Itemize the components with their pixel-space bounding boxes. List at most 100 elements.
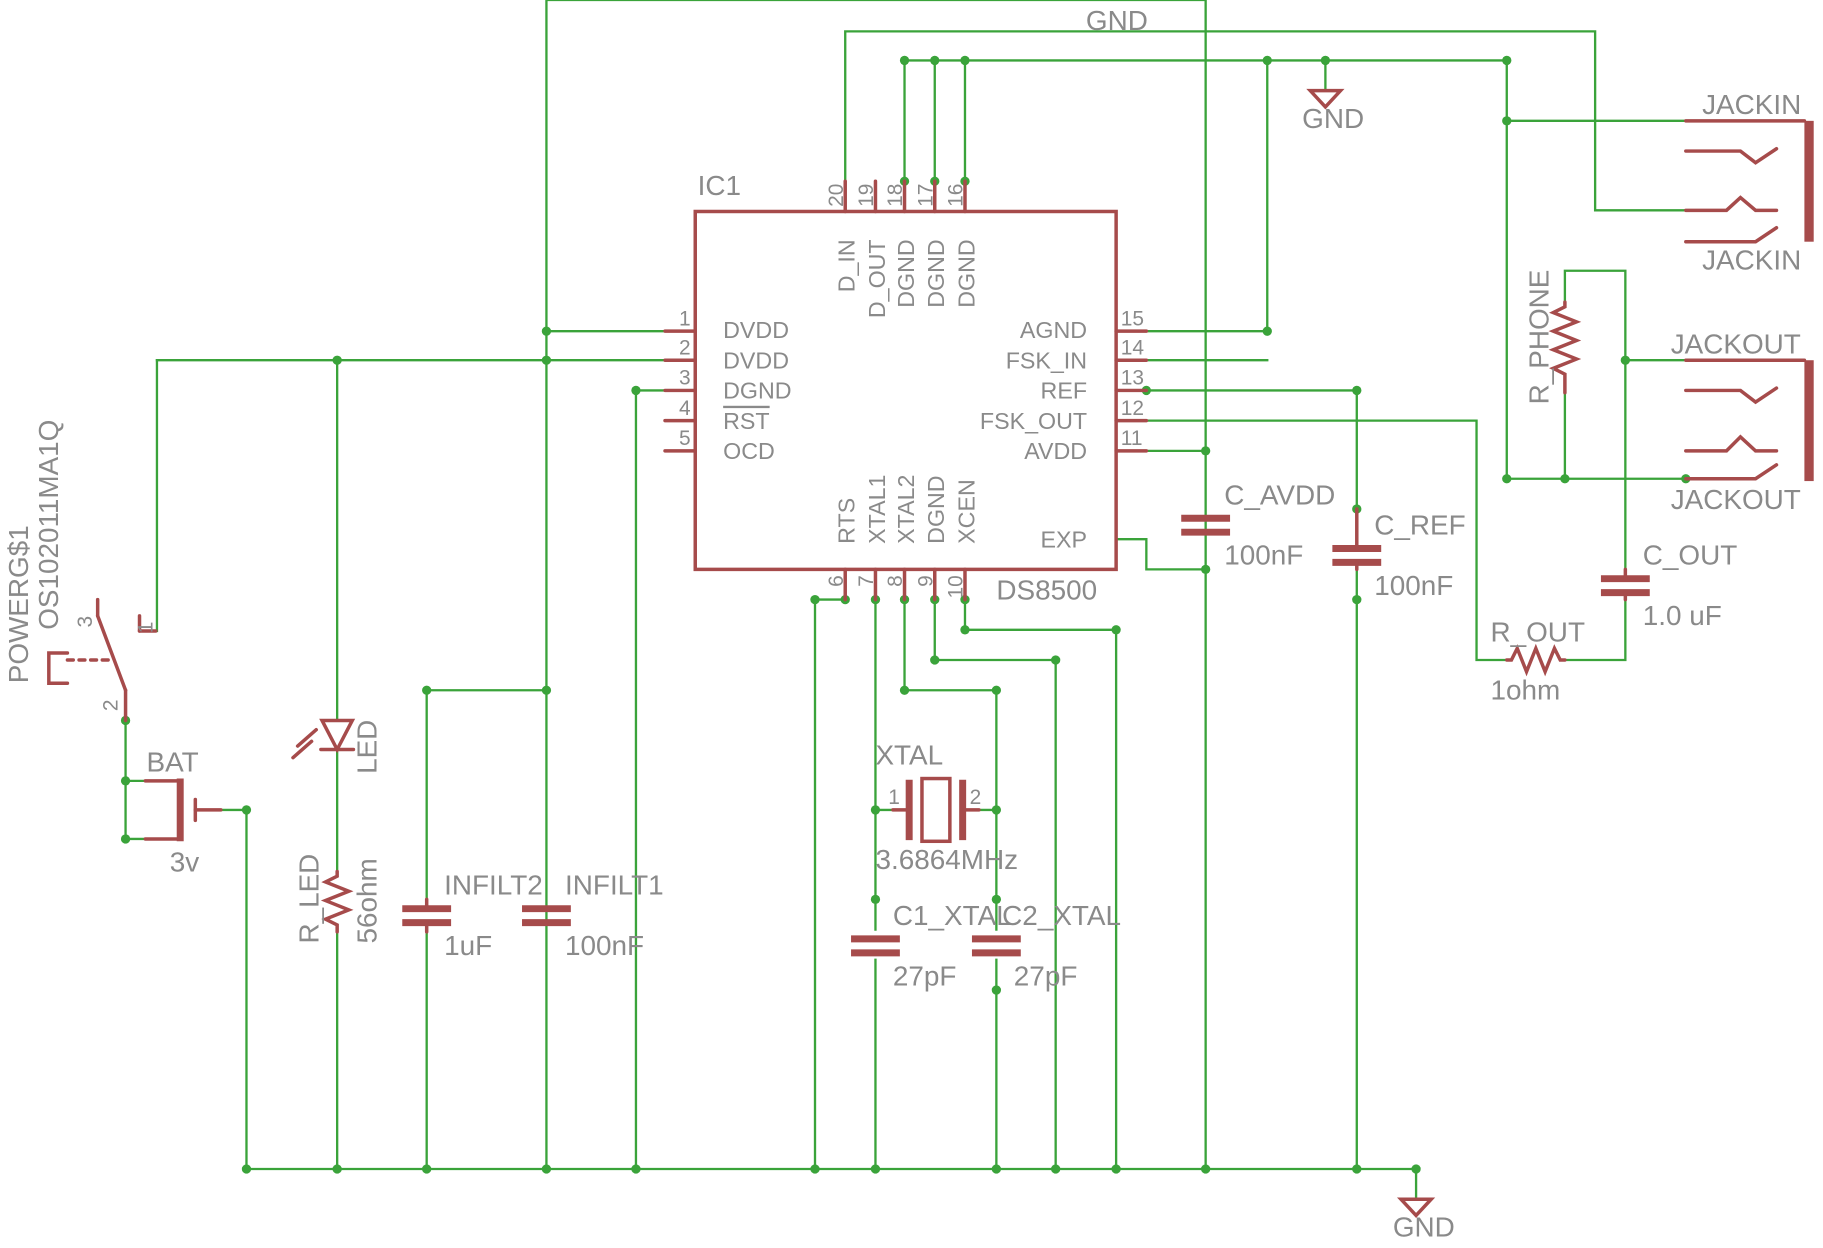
- capacitor-name: C_REF: [1374, 510, 1465, 541]
- led[interactable]: LED: [291, 718, 383, 774]
- wire-pin6: [813, 569, 847, 1171]
- ic1-pin-number: 16: [945, 184, 968, 207]
- resistor-r-out[interactable]: R_OUT 1ohm: [1490, 616, 1585, 705]
- junction: [1111, 625, 1121, 635]
- ic1-pin-name: DVDD: [723, 317, 789, 343]
- switch-name: POWERG$1: [3, 525, 34, 683]
- junction: [541, 355, 552, 365]
- junction: [541, 1164, 552, 1174]
- wire-switch-pin1: [138, 359, 159, 633]
- led-diode-icon: [319, 718, 356, 754]
- ic1-pin-number: 13: [1121, 367, 1144, 390]
- ic1-pin-number: 20: [825, 184, 848, 207]
- ic1-pin-name: DGND: [953, 239, 979, 307]
- ic1-pin-number: 12: [1121, 397, 1144, 420]
- junction: [870, 805, 881, 815]
- capacitor-c-out[interactable]: C_OUT 1.0 uF: [1600, 540, 1737, 631]
- junction: [422, 1164, 432, 1174]
- junction: [870, 894, 881, 905]
- ic1-symbol[interactable]: IC1 DS8500 1 2 3 4 5 DVDD DVDD DGND RST …: [663, 170, 1149, 606]
- capacitor-c-avdd[interactable]: C_AVDD 100nF: [1181, 479, 1335, 571]
- junction: [1502, 474, 1512, 484]
- junctions: [120, 55, 1691, 1174]
- ic1-pin-number: 19: [855, 184, 878, 207]
- wire-d-in: [844, 30, 1687, 212]
- gnd-symbol-bottom[interactable]: GND: [1393, 1197, 1455, 1242]
- ic1-pin-name-rst: RST: [723, 408, 769, 434]
- switch-pin-number: 3: [74, 616, 97, 628]
- crystal-name: XTAL: [875, 740, 943, 771]
- crystal-pin-number: 2: [970, 786, 982, 809]
- ic1-pin-number: 17: [914, 184, 937, 207]
- junction: [1200, 1164, 1211, 1174]
- ic1-pin-name: XCEN: [953, 479, 979, 544]
- wire-bat-minus: [194, 808, 248, 1171]
- junction: [332, 355, 342, 365]
- resistor-r-phone[interactable]: R_PHONE: [1524, 270, 1582, 405]
- ic1-pin-name: AVDD: [1024, 438, 1087, 464]
- junction: [1320, 55, 1331, 66]
- junction: [541, 685, 552, 695]
- junction: [1502, 55, 1512, 66]
- gnd-label: GND: [1302, 103, 1364, 134]
- ic1-pin-name: FSK_OUT: [980, 408, 1087, 434]
- capacitor-infilt2[interactable]: INFILT2 1uF: [402, 870, 543, 961]
- junction: [1352, 1164, 1362, 1174]
- led-name: LED: [352, 720, 383, 774]
- junction: [1352, 594, 1362, 605]
- battery[interactable]: BAT 3v: [143, 747, 223, 878]
- crystal-icon: [920, 776, 952, 844]
- jack-in[interactable]: JACKIN JACKIN: [1684, 89, 1814, 276]
- wire-infilt-top: [425, 689, 548, 901]
- ic1-pin-number: 4: [679, 397, 691, 420]
- junction: [991, 985, 1002, 995]
- junction: [1200, 564, 1211, 575]
- wire-c-out-top: [1563, 269, 1627, 571]
- battery-value: 3v: [170, 847, 200, 878]
- crystal-xtal[interactable]: 1 2 XTAL 3.6864MHz: [875, 740, 1018, 876]
- ic1-pin-stubs: [663, 179, 1149, 602]
- led-arrow-icon: [295, 728, 318, 748]
- ic1-pin-name: D_IN: [834, 239, 860, 292]
- ic1-pin-name: DGND: [723, 378, 791, 404]
- jack-label: JACKOUT: [1671, 328, 1801, 359]
- ground-icon: [1306, 88, 1345, 110]
- wire-bat-bottom: [124, 779, 147, 841]
- junction: [991, 1164, 1002, 1174]
- junction: [1502, 116, 1512, 126]
- capacitor-value: 100nF: [1374, 570, 1453, 601]
- ic1-pin-name: DGND: [923, 475, 949, 543]
- junction: [930, 655, 940, 665]
- capacitor-value: 27pF: [1014, 960, 1078, 991]
- junction: [1262, 326, 1272, 336]
- net-label-gnd: GND: [1086, 5, 1148, 36]
- capacitor-infilt1[interactable]: INFILT1 100nF: [522, 870, 664, 961]
- junction: [1051, 1164, 1061, 1174]
- capacitor-name: INFILT1: [565, 870, 664, 901]
- resistor-name: R_OUT: [1490, 616, 1585, 647]
- capacitor-name: C1_XTAL: [893, 900, 1012, 931]
- capacitor-value: 27pF: [893, 960, 957, 991]
- junction: [422, 685, 432, 695]
- junction: [120, 776, 131, 786]
- capacitor-c2-xtal[interactable]: C2_XTAL 27pF: [971, 900, 1121, 991]
- resistor-icon: [1548, 300, 1582, 395]
- resistor-icon: [1505, 643, 1567, 677]
- jack-label: JACKIN: [1702, 245, 1801, 276]
- jack-out[interactable]: JACKOUT JACKOUT: [1671, 328, 1814, 515]
- jack-contact: [1684, 226, 1779, 244]
- capacitor-c-ref[interactable]: C_REF 100nF: [1332, 507, 1466, 601]
- junction: [1560, 474, 1570, 484]
- capacitor-c1-xtal[interactable]: C1_XTAL 27pF: [851, 900, 1012, 991]
- capacitor-name: C_AVDD: [1224, 479, 1335, 510]
- ic1-pin-name: XTAL1: [864, 475, 890, 544]
- resistor-r-led[interactable]: R_LED 56ohm: [294, 854, 383, 944]
- jack-contact: [1684, 195, 1779, 213]
- wire-pin9: [933, 569, 1057, 1171]
- junction: [1352, 385, 1362, 396]
- capacitor-value: 100nF: [565, 930, 644, 961]
- ic1-pin-name: RTS: [834, 498, 860, 544]
- power-switch[interactable]: 1 3 2 POWERG$1 OS102011MA1Q: [3, 420, 158, 723]
- ic1-pin-number: 7: [855, 575, 878, 587]
- gnd-symbol-top-right[interactable]: GND: [1302, 88, 1364, 134]
